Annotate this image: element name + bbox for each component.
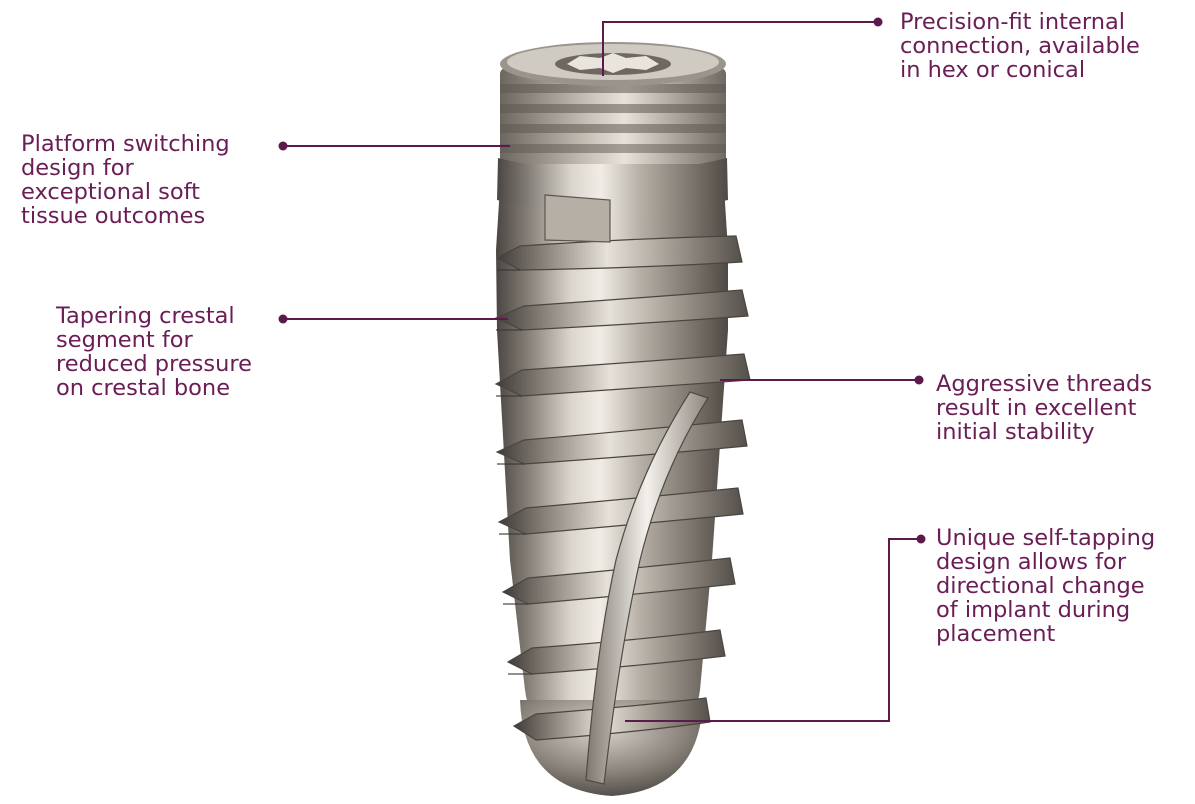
- callout-line: initial stability: [936, 420, 1152, 444]
- callout-line: connection, available: [900, 34, 1140, 58]
- dot-selftap: [917, 535, 926, 544]
- implant-illustration: [496, 42, 750, 796]
- callout-line: on crestal bone: [56, 376, 252, 400]
- callout-internal-connection: Precision-fit internal connection, avail…: [900, 10, 1140, 82]
- callout-line: reduced pressure: [56, 352, 252, 376]
- callout-line: Precision-fit internal: [900, 10, 1140, 34]
- callout-line: of implant during: [936, 598, 1155, 622]
- callout-line: segment for: [56, 328, 252, 352]
- callout-line: design for: [21, 156, 230, 180]
- callout-line: Platform switching: [21, 132, 230, 156]
- dot-threads: [915, 376, 924, 385]
- callout-aggressive-threads: Aggressive threads result in excellent i…: [936, 372, 1152, 444]
- callout-line: Tapering crestal: [56, 304, 252, 328]
- dot-platform: [279, 142, 288, 151]
- dot-tapering: [279, 315, 288, 324]
- callout-line: tissue outcomes: [21, 204, 230, 228]
- callout-line: exceptional soft: [21, 180, 230, 204]
- callout-line: design allows for: [936, 550, 1155, 574]
- dot-connection: [874, 18, 883, 27]
- callout-line: directional change: [936, 574, 1155, 598]
- implant-notch: [545, 195, 610, 242]
- callout-line: in hex or conical: [900, 58, 1140, 82]
- callout-platform-switching: Platform switching design for exceptiona…: [21, 132, 230, 228]
- callout-line: result in excellent: [936, 396, 1152, 420]
- callout-line: placement: [936, 622, 1155, 646]
- callout-line: Aggressive threads: [936, 372, 1152, 396]
- callout-line: Unique self-tapping: [936, 526, 1155, 550]
- callout-self-tapping: Unique self-tapping design allows for di…: [936, 526, 1155, 646]
- callout-tapering-crestal: Tapering crestal segment for reduced pre…: [56, 304, 252, 400]
